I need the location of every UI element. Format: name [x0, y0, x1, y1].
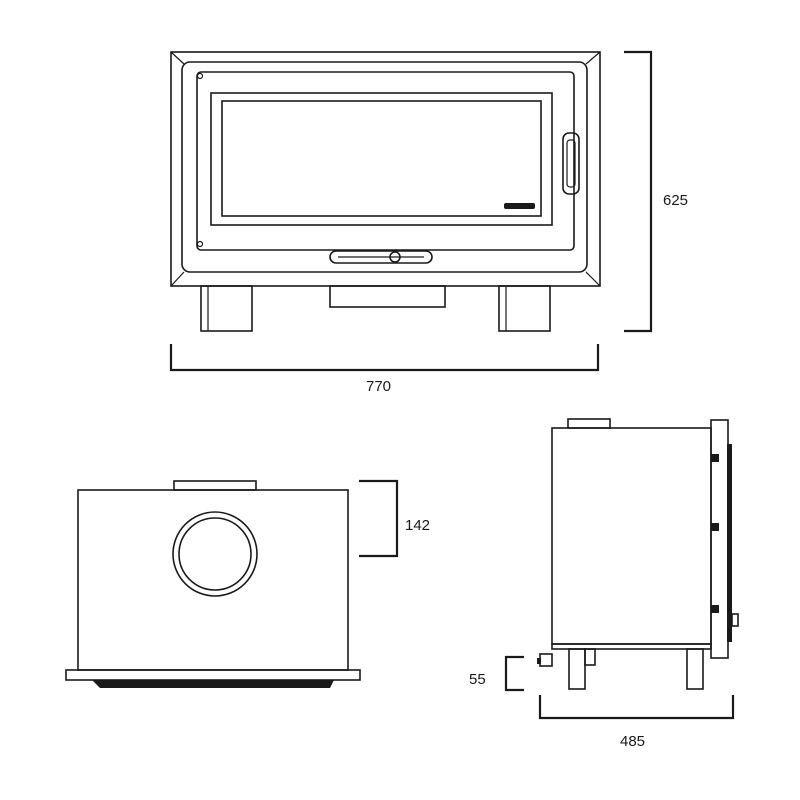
door-handle-grip: [566, 139, 576, 188]
bevel-br: [585, 271, 601, 287]
glass-outer: [210, 92, 553, 226]
hinge-bottom: [196, 240, 204, 248]
door-handle: [562, 132, 580, 195]
flue-outlet-outer: [172, 511, 258, 597]
front-leg-right: [498, 285, 551, 332]
top-body: [77, 489, 349, 671]
depth-bracket: [359, 479, 399, 558]
front-view: 625 770: [169, 50, 688, 395]
air-control-slot: [329, 250, 433, 264]
door-panel: [196, 71, 575, 251]
side-leg-front: [686, 648, 704, 690]
front-leg-left: [200, 285, 253, 332]
height-bracket: [624, 50, 653, 333]
side-handle-stub: [731, 613, 739, 627]
bevel-bl: [170, 271, 185, 287]
side-door-gasket: [727, 444, 732, 642]
flue-outlet-inner: [178, 517, 252, 591]
side-hinge-top: [711, 454, 719, 462]
ash-pan: [329, 285, 446, 308]
bevel-tr: [585, 51, 601, 65]
rear-air-inlet: [539, 653, 553, 667]
air-control-knob: [389, 251, 401, 263]
bevel-tl: [170, 51, 185, 65]
side-depth-label: 485: [620, 733, 645, 750]
top-view: 142: [65, 479, 430, 688]
hinge-top: [196, 72, 204, 80]
side-hinge-middle: [711, 523, 719, 531]
top-front-door-edge: [92, 680, 334, 688]
glass-inner: [221, 100, 542, 217]
flue-collar-top: [173, 480, 257, 491]
side-hinge-bottom: [711, 605, 719, 613]
leg-height-label: 55: [469, 671, 486, 688]
front-door-frame: [181, 61, 588, 273]
side-depth-bracket: [538, 695, 735, 720]
top-front-plate: [65, 669, 361, 681]
side-body: [551, 427, 712, 645]
leg-height-bracket: [504, 655, 524, 692]
side-view: 55 485: [469, 418, 739, 750]
side-flue-collar: [567, 418, 611, 429]
side-leg-rear-bracket: [584, 648, 596, 666]
width-bracket: [169, 344, 600, 372]
rear-air-inlet-cap: [537, 658, 541, 664]
logo-plate: [504, 203, 535, 209]
height-label: 625: [663, 192, 688, 209]
side-base: [551, 643, 712, 650]
side-leg-rear: [568, 648, 586, 690]
width-label: 770: [366, 378, 391, 395]
depth-label: 142: [405, 517, 430, 534]
